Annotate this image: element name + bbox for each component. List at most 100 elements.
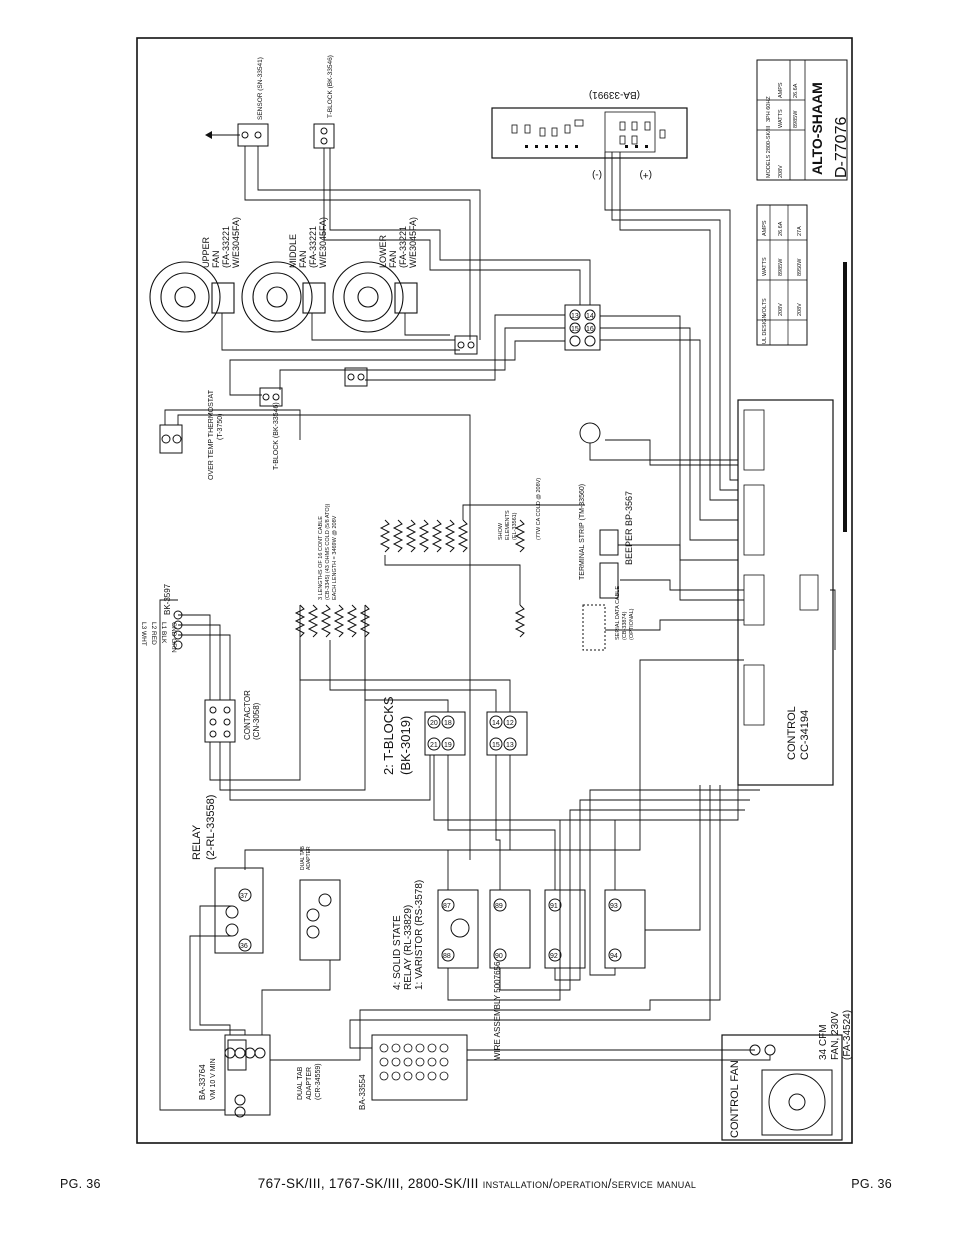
ba-33554-board: BA-33554 WIRE ASSEMBLY 5007656 <box>358 961 502 1110</box>
control-fan-label: CONTROL FAN <box>729 1060 741 1138</box>
t-blocks-label-0: 2: T-BLOCKS <box>381 696 396 775</box>
fan-small-blocks <box>259 335 478 407</box>
fan-spec-1: FAN, 230V <box>830 1011 841 1060</box>
lower-fan-label-3: W/E3045FA) <box>408 217 418 268</box>
line-l2: L2 RED <box>150 622 157 645</box>
ssr-term-2: 89 <box>495 903 503 910</box>
t-block-mid-label: T-BLOCK (BK-33546) <box>273 402 280 470</box>
title-row-1: 208V <box>778 165 784 178</box>
control-label-0: CONTROL <box>786 706 798 760</box>
tb-left-3: 19 <box>444 742 452 749</box>
fan-term-0: 13 <box>571 313 579 320</box>
relay-label-0: RELAY <box>191 824 203 860</box>
power-input: BK-3597 L3 WHT L2 RED L1 BLK GND GRN <box>140 583 183 653</box>
title-block: ALTO-SHAAM D-77076 MODELS 2800-SK/III 3P… <box>756 59 850 181</box>
tb-left-1: 18 <box>444 720 452 727</box>
line-gnd: GND GRN <box>170 622 177 653</box>
ssr-term-0: 87 <box>443 903 451 910</box>
display-board: (BA-33991) (-) (+) <box>491 89 688 180</box>
manual-models: 767-SK/III, 1767-SK/III, 2800-SK/III <box>257 1176 479 1191</box>
drawing-number: D-77076 <box>833 117 850 178</box>
wiring <box>159 146 836 1111</box>
t-block-top: T-BLOCK (BK-33546) <box>313 55 335 149</box>
beeper: TERMINAL STRIP (TM-33560) BEEPER BP-3567… <box>579 422 635 651</box>
page-number-right: PG. 36 <box>851 1176 892 1191</box>
ssr-label-0: 4: SOLID STATE <box>392 915 403 990</box>
t-blocks: 20 18 21 19 14 12 15 13 2: T-BLOCKS (BK-… <box>381 696 528 775</box>
brand-logo: ALTO-SHAAM <box>809 82 825 175</box>
lower-fan-label-1: FAN <box>388 250 398 268</box>
upper-fan-label-2: (FA-33221 <box>221 226 231 268</box>
overtemp-label-0: OVER TEMP THERMOSTAT <box>208 389 215 480</box>
phase-label: 3PH 60HZ <box>766 96 772 122</box>
heater-small-3: (77W CA COLD @ 208V) <box>536 478 542 540</box>
line-l1: L1 BLK <box>160 622 167 644</box>
contactor-label-1: (CN-3058) <box>252 702 261 740</box>
lower-fan-label-2: (FA-33221 <box>398 226 408 268</box>
serial-cable-1: (CB-33874) <box>622 611 628 640</box>
ul-r1-watts: 8985W <box>778 258 784 276</box>
fan-spec-2: (FA-34524) <box>842 1010 853 1060</box>
upper-fan: UPPER FAN (FA-33221 W/E3045FA) <box>149 217 241 333</box>
ul-r2-amps: 27A <box>797 226 803 236</box>
ul-header-3: AMPS <box>762 220 768 236</box>
tb-right-2: 15 <box>492 742 500 749</box>
tb-right-1: 12 <box>506 720 514 727</box>
heater-elements <box>294 519 526 638</box>
over-temp-thermostat: OVER TEMP THERMOSTAT (T-3750) T-BLOCK (B… <box>159 389 280 480</box>
ssr-term-5: 92 <box>550 953 558 960</box>
tb-left-0: 20 <box>430 720 438 727</box>
diagram-border <box>136 37 853 1144</box>
dual-tab-label-0: DUAL TAB <box>300 846 306 870</box>
relay-term-0: 37 <box>240 893 248 900</box>
dual-tab-label-1: ADAPTER <box>306 846 312 870</box>
fan-term-2: 15 <box>571 326 579 333</box>
upper-fan-label-3: W/E3045FA) <box>231 217 241 268</box>
tb-right-0: 14 <box>492 720 500 727</box>
watts-value: 8985W <box>793 110 799 128</box>
watts-label: WATTS <box>778 109 784 128</box>
page-number-left: PG. 36 <box>60 1176 101 1191</box>
t-block-top-label: T-BLOCK (BK-33546) <box>327 55 334 118</box>
ul-r1-volts: 208V <box>778 303 784 316</box>
ul-design-table: UL DESIGN VOLTS WATTS AMPS 208V 8985W 26… <box>756 204 808 346</box>
upper-fan-label-1: FAN <box>211 250 221 268</box>
wire-assembly-label: WIRE ASSEMBLY 5007656 <box>493 961 502 1060</box>
control-label-1: CC-34194 <box>799 710 811 760</box>
relay-term-1: 36 <box>240 943 248 950</box>
middle-fan-label-0: MIDDLE <box>288 234 298 268</box>
ssr-term-4: 91 <box>550 903 558 910</box>
relay: 37 36 RELAY (2-RL-33558) <box>191 795 264 954</box>
contactor: CONTACTOR (CN-3058) <box>204 690 261 743</box>
t-blocks-label-1: (BK-3019) <box>398 716 413 775</box>
ul-r2-volts: 208V <box>797 303 803 316</box>
manual-subtitle: installation/operation/service manual <box>482 1177 697 1191</box>
heater-small-0: SHOW <box>498 522 504 540</box>
dual-tab-bottom-0: DUAL TAB <box>297 1066 304 1100</box>
page-number-left-text: PG. 36 <box>60 1177 101 1191</box>
bk3597-label: BK-3597 <box>163 583 172 615</box>
contactor-label-0: CONTACTOR <box>243 690 252 740</box>
serial-cable-0: SERIAL DATA CABLE <box>615 586 621 640</box>
heater-small-2: (EL-33561) <box>512 512 518 540</box>
dual-tab-bottom-2: (CR-34559) <box>315 1063 322 1100</box>
heater-cable-1: (CB-3345) (43 OHMS COLD (5/8 ATO)) <box>325 503 331 600</box>
ssr-label-2: 1: VARISTOR (RS-3578) <box>414 880 425 990</box>
middle-fan-label-1: FAN <box>298 250 308 268</box>
dual-tab-adapter: DUAL TAB ADAPTER <box>299 846 341 961</box>
relay-label-1: (2-RL-33558) <box>205 795 217 860</box>
middle-fan: MIDDLE FAN (FA-33221 W/E3045FA) <box>241 217 328 333</box>
middle-fan-label-2: (FA-33221 <box>308 226 318 268</box>
tb-right-3: 13 <box>506 742 514 749</box>
control-board: CONTROL CC-34194 <box>737 399 834 786</box>
models-label: MODELS 2800-SK/III <box>766 125 772 178</box>
ul-r1-amps: 26.6A <box>778 221 784 236</box>
serial-cable-2: (OPTIONAL) <box>629 608 635 640</box>
solid-state-relays: 87 88 89 90 91 92 93 94 4: SOLID STATE R… <box>392 880 646 990</box>
overtemp-label-1: (T-3750) <box>217 414 224 440</box>
ba33554-label: BA-33554 <box>358 1074 367 1110</box>
beeper-label: BEEPER BP-3567 <box>624 491 634 565</box>
heater-cable-0: 3 LENGTHS OF 16 CONT CABLE <box>318 516 324 600</box>
